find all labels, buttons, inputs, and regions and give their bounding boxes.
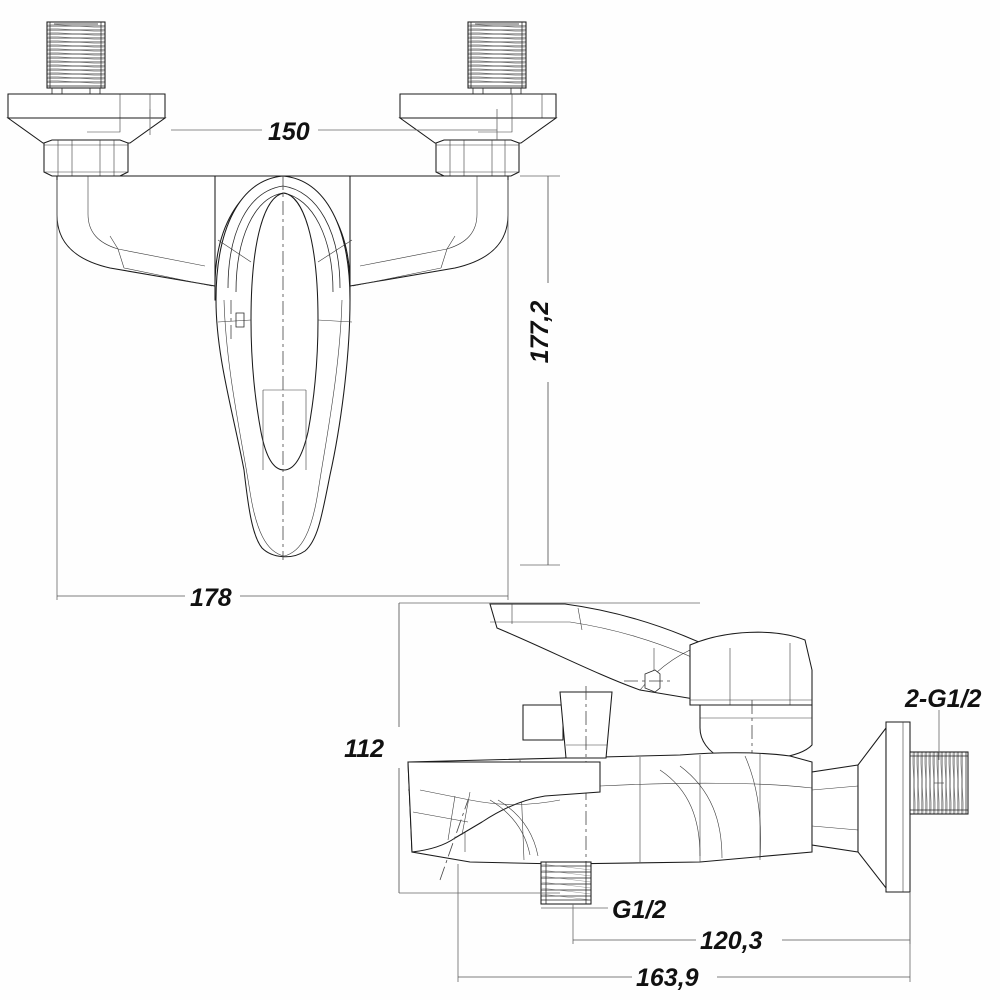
- left-inlet-thread-body: [46, 21, 106, 89]
- side-wall-connector: [811, 721, 969, 893]
- front-lever-right-fold: [283, 299, 343, 557]
- side-collar-body: [699, 704, 813, 761]
- right-hex-nut-edges: [436, 144, 519, 173]
- side-spout-throat-a: [489, 799, 531, 856]
- side-spout-fold-a: [419, 789, 561, 805]
- front-lever-inner-shade: [262, 390, 307, 470]
- side-outlet-thread: [540, 861, 592, 905]
- left-escutcheon-cone: [6, 117, 167, 144]
- right-hex-nut: [435, 139, 520, 177]
- side-diverter-lever-tab: [522, 704, 564, 741]
- left-hex-nut-facets: [57, 140, 115, 176]
- front-left-inlet-assembly: [6, 21, 167, 177]
- right-escutcheon-flange: [399, 93, 557, 119]
- dim-112-label: 112: [344, 735, 384, 763]
- dimension-112: 112: [344, 602, 700, 894]
- side-body-right-seams: [699, 753, 761, 862]
- side-connector-hex-facets: [811, 785, 859, 831]
- side-lever-handle: [489, 603, 813, 706]
- side-connector-hex-nut: [811, 764, 859, 853]
- side-spout: [407, 761, 601, 881]
- right-hex-nut-facets: [449, 140, 506, 176]
- dimension-120-3: 120,3: [572, 892, 911, 955]
- side-spout-outline: [407, 761, 601, 853]
- side-diverter-knob: [522, 686, 613, 900]
- front-left-arm-inner-fold: [87, 176, 119, 250]
- dim-1203-label: 120,3: [700, 927, 763, 955]
- dimension-150: 150: [149, 109, 498, 146]
- dim-1772-label: 177,2: [526, 301, 554, 364]
- front-grub-screw: [235, 312, 245, 328]
- side-body-curve-b: [679, 765, 723, 859]
- right-inlet-thread-body: [467, 21, 527, 89]
- side-spout-angle-centreline: [439, 799, 469, 881]
- side-spout-edge-a: [447, 795, 456, 841]
- right-inlet-thread-lines: [467, 22, 527, 88]
- dimension-178: 178: [56, 180, 509, 612]
- front-view: 150 177,2 178: [6, 21, 560, 612]
- front-right-arm-crease-b: [352, 248, 448, 287]
- side-lever-arm-tip-folds: [511, 604, 583, 631]
- side-spout-fold-b: [412, 811, 469, 823]
- front-lever-handle: [215, 175, 353, 560]
- front-right-arm-inner-fold: [446, 176, 478, 250]
- front-lever-dome: [250, 192, 319, 471]
- side-body-curve-a: [659, 769, 701, 857]
- front-right-inlet-assembly: [398, 21, 558, 177]
- left-hex-nut: [43, 139, 129, 177]
- left-inlet-shoulder: [51, 88, 101, 94]
- callout-g12-label: G1/2: [612, 896, 666, 924]
- front-lever-dome-seams: [217, 319, 353, 323]
- side-connector-flange: [885, 721, 911, 893]
- right-inlet-shoulder: [472, 88, 522, 94]
- side-view: 112 G1/2 2-G1/2 120,3 163,9: [344, 602, 982, 992]
- dim-150-label: 150: [268, 118, 310, 146]
- dim-178-label: 178: [190, 584, 232, 612]
- callout-g12: G1/2: [541, 896, 666, 924]
- side-body-curve-c: [744, 755, 761, 859]
- left-hex-nut-edges: [44, 144, 128, 173]
- dim-1639-label: 163,9: [636, 964, 699, 992]
- left-cone-shade: [87, 118, 121, 133]
- right-escutcheon-flange-edges: [511, 94, 543, 118]
- side-spout-edge-b: [461, 791, 471, 836]
- front-lever-left-fold: [223, 299, 285, 557]
- front-lever-dome-shoulders: [217, 239, 353, 263]
- side-body-upper-seam: [407, 782, 813, 791]
- dimension-163-9: 163,9: [457, 864, 911, 992]
- callout-2g12-label: 2-G1/2: [904, 685, 982, 713]
- callout-2-g12: 2-G1/2: [904, 685, 982, 760]
- left-escutcheon-flange: [7, 93, 166, 119]
- right-cone-shade: [478, 118, 513, 133]
- side-spout-throat-b: [497, 799, 539, 857]
- side-lever-cap: [689, 631, 813, 706]
- front-left-arm-crease-b: [117, 248, 213, 287]
- side-lever-cap-seams: [729, 643, 791, 705]
- dimension-177-2: 177,2: [520, 175, 560, 566]
- right-escutcheon-cone: [398, 117, 558, 144]
- side-outlet-thread-lines: [540, 862, 592, 904]
- left-inlet-thread-lines: [46, 22, 106, 88]
